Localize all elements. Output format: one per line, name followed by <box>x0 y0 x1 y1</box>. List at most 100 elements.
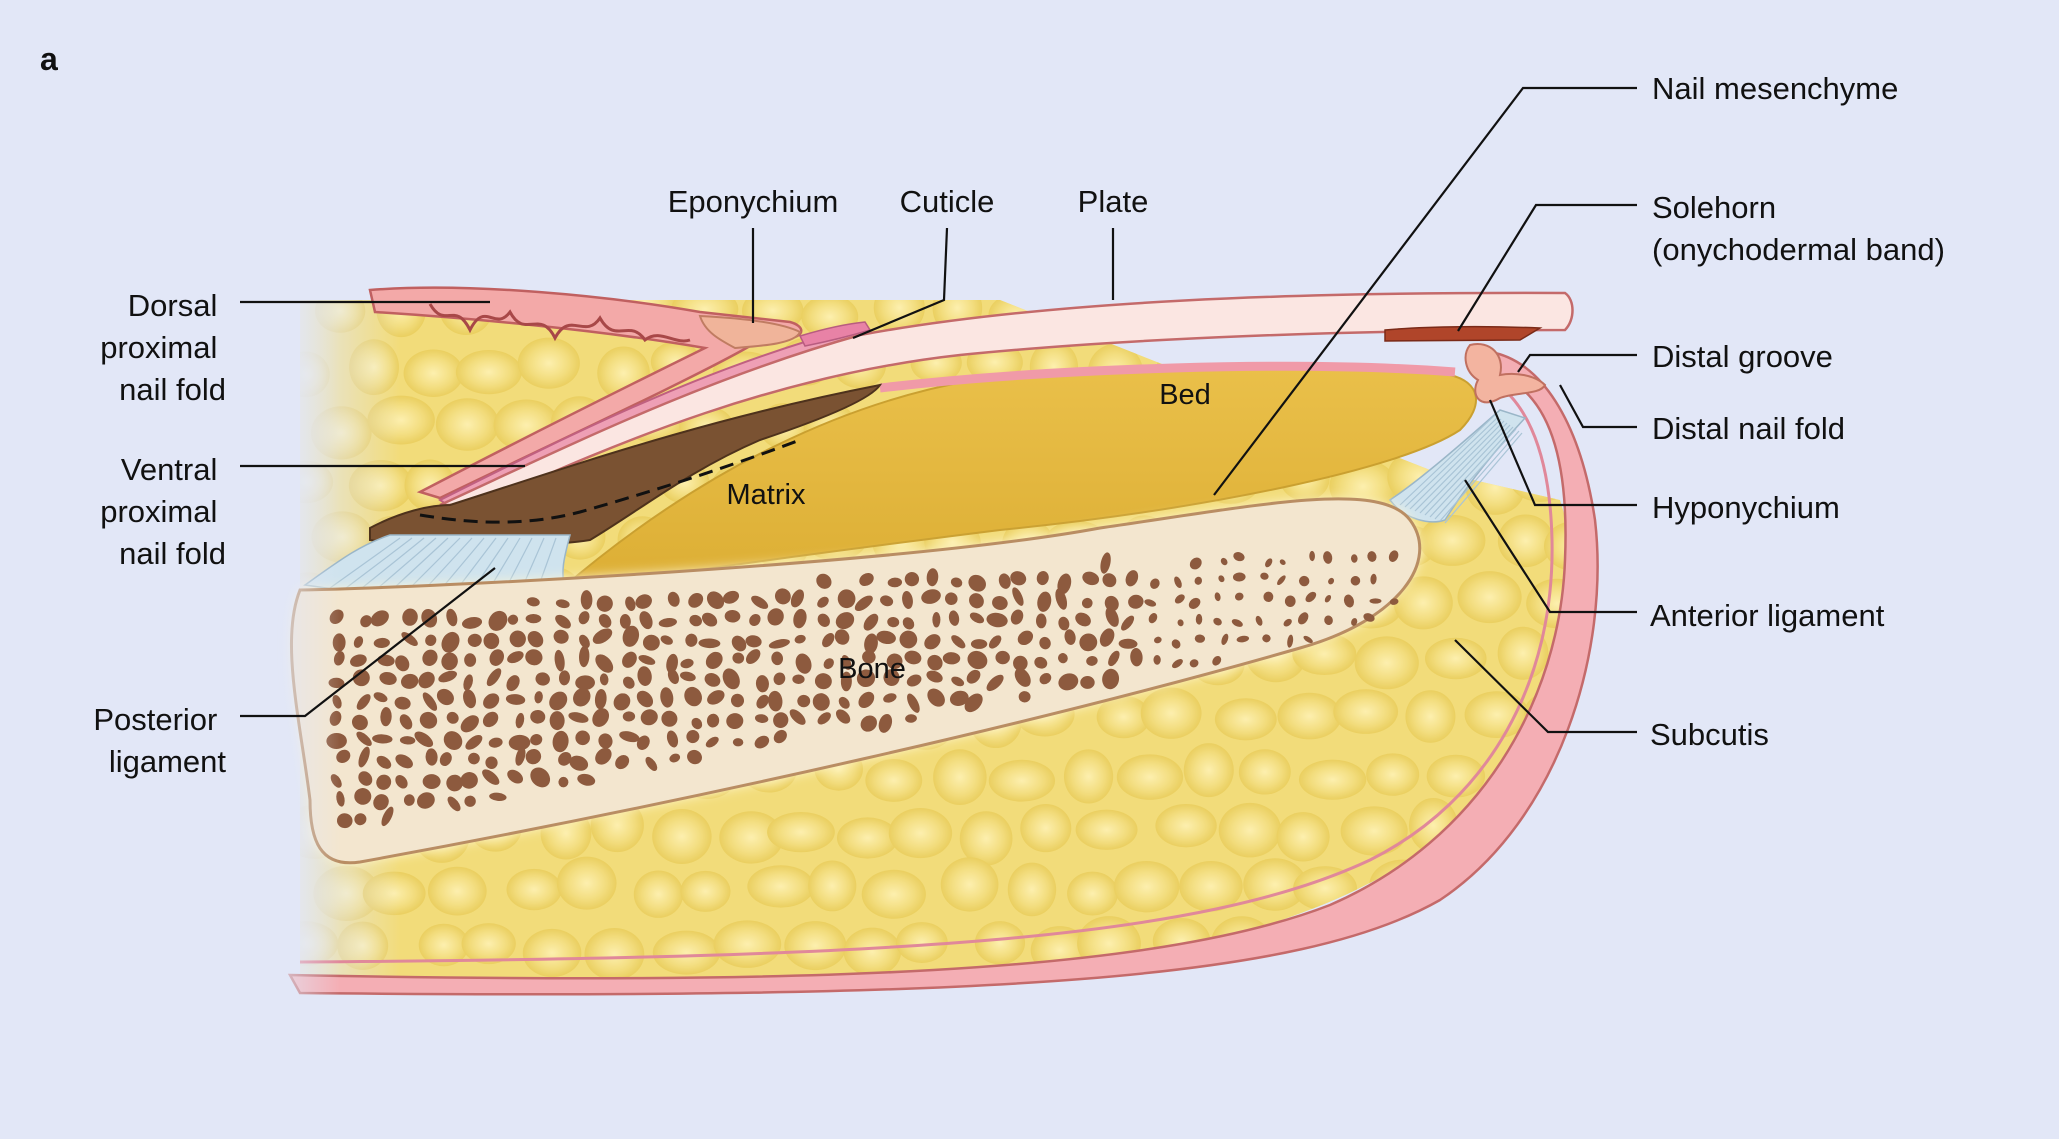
bone-pore <box>549 691 568 711</box>
bone-pore <box>1232 572 1246 582</box>
bone-pore <box>1236 635 1250 643</box>
anterior-ligament-fiber <box>1399 414 1496 506</box>
bone-pore <box>1058 616 1070 631</box>
bone-pore <box>986 674 1004 692</box>
bone-pore <box>1283 618 1292 627</box>
bone-pore <box>554 649 565 672</box>
bone-pore <box>887 577 903 588</box>
bone-pore <box>732 738 744 747</box>
bone-pore <box>625 596 636 611</box>
fat-cell <box>1425 637 1487 680</box>
bone-pore <box>1213 617 1222 626</box>
bone-pore <box>902 591 913 609</box>
bone-pore <box>689 614 702 627</box>
bone-pore <box>687 749 702 765</box>
bone-pore <box>950 577 963 588</box>
bone-pore <box>1260 572 1269 580</box>
bone-pore <box>1102 668 1120 690</box>
bone-pore <box>1221 633 1229 645</box>
bone-pore <box>622 711 636 722</box>
bone-pore <box>1075 612 1091 627</box>
bone-pore <box>986 612 1008 628</box>
bone-pore <box>401 632 418 646</box>
bone-pore <box>1174 576 1182 589</box>
bone-pore <box>464 795 476 807</box>
bone-pore <box>792 674 805 684</box>
bone-pore <box>635 594 652 609</box>
fat-cell <box>556 856 617 910</box>
bone-pore <box>422 692 438 711</box>
bone-pore <box>1057 573 1072 595</box>
fat-cell <box>974 921 1026 965</box>
bone-pore <box>1284 595 1296 607</box>
bone-pore <box>864 633 878 654</box>
label-dorsal-proximal-nail-fold: Dorsal proximal nail fold <box>100 288 226 407</box>
bone-pore <box>722 668 740 690</box>
fat-cell <box>1562 750 1590 801</box>
bone-pore <box>356 694 371 710</box>
fat-cell <box>843 927 902 976</box>
bone-pore <box>441 652 458 671</box>
leader-distal-nail-fold <box>1559 384 1637 429</box>
bone-pore <box>795 653 812 674</box>
fat-cell <box>1405 690 1456 743</box>
bone-pore <box>951 635 966 649</box>
bone-pore <box>927 688 945 707</box>
fat-cell <box>403 349 464 397</box>
bone-pore <box>1118 638 1138 649</box>
bone-pore <box>1343 594 1355 608</box>
bone-pore <box>1172 659 1183 669</box>
bone-pore <box>1177 619 1184 627</box>
bone-pore <box>688 592 704 608</box>
bone-pore <box>1351 618 1358 626</box>
bone-pore <box>615 755 630 770</box>
bone-pore <box>1080 676 1095 689</box>
label-cuticle: Cuticle <box>900 184 995 219</box>
bone-pore <box>680 671 696 682</box>
bone-pore <box>358 746 370 768</box>
label-ventral-proximal-nail-fold: Ventral proximal nail fold <box>100 452 226 571</box>
label-posterior-ligament: Posterior ligament <box>93 702 226 779</box>
bone-pore <box>619 614 631 629</box>
bone-pore <box>395 775 408 789</box>
bone-pore <box>373 794 389 811</box>
bone-pore <box>558 751 572 766</box>
bone-pore <box>416 792 435 809</box>
bone-pore <box>515 747 526 766</box>
leader-distal-groove <box>1517 353 1637 373</box>
bone-pore <box>622 625 640 647</box>
fat-cell <box>517 337 580 389</box>
bone-pore <box>372 734 393 744</box>
fat-cell <box>1113 860 1180 913</box>
bone-pore <box>1010 571 1027 586</box>
bone-pore <box>1058 673 1079 691</box>
bone-pore <box>1012 587 1024 606</box>
posterior-ligament-fiber <box>393 537 449 589</box>
bone-pore <box>1014 668 1031 687</box>
anterior-ligament-fiber <box>1419 422 1508 514</box>
bone-pore <box>530 734 543 746</box>
bone-pore <box>579 634 590 649</box>
bone-pore <box>1039 636 1051 650</box>
fat-cell <box>1554 856 1590 910</box>
bone-pore <box>817 613 830 627</box>
bone-pore <box>1303 635 1313 644</box>
fat-cell <box>1366 753 1420 796</box>
eponychium-shape <box>698 314 802 350</box>
bone-pore <box>876 630 896 645</box>
bone-pore <box>463 689 477 709</box>
bone-pore <box>507 651 524 664</box>
bone-pore <box>436 688 454 706</box>
bone-pore <box>1082 571 1100 586</box>
bone-pore <box>924 634 941 650</box>
fat-cell <box>652 808 712 864</box>
bone-pore <box>1171 639 1181 649</box>
bone-pore <box>638 655 656 665</box>
bone-pore <box>446 774 463 792</box>
bone-pore <box>467 633 482 647</box>
bone-pore <box>1036 571 1049 586</box>
label-solehorn: Solehorn (onychodermal band) <box>1652 190 1945 267</box>
bone-pore <box>595 747 612 765</box>
bone-pore <box>995 650 1010 665</box>
fat-cell <box>1075 809 1138 850</box>
